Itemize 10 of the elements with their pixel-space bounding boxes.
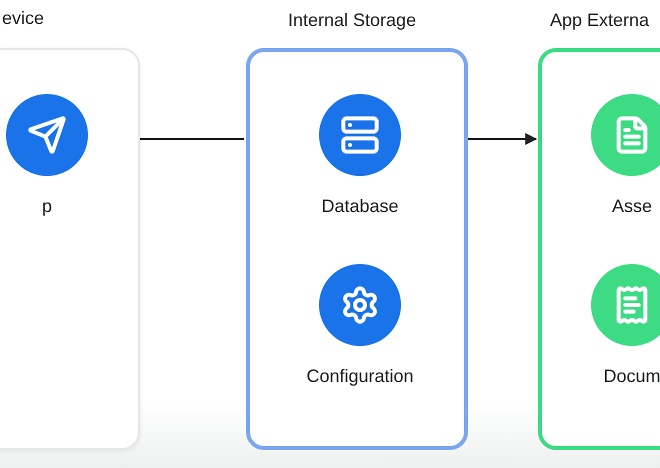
panel-heading: App Externa	[550, 10, 650, 31]
item-label: Configuration	[306, 366, 414, 387]
panel-heading: evice	[2, 8, 44, 29]
item-label: Database	[321, 196, 399, 217]
connector-line	[140, 138, 244, 140]
item-label: p	[42, 196, 52, 217]
arrow	[468, 133, 538, 145]
item-label: Asse	[612, 196, 652, 217]
panel-heading: Internal Storage	[288, 10, 416, 31]
item-label: Docum	[603, 366, 660, 387]
